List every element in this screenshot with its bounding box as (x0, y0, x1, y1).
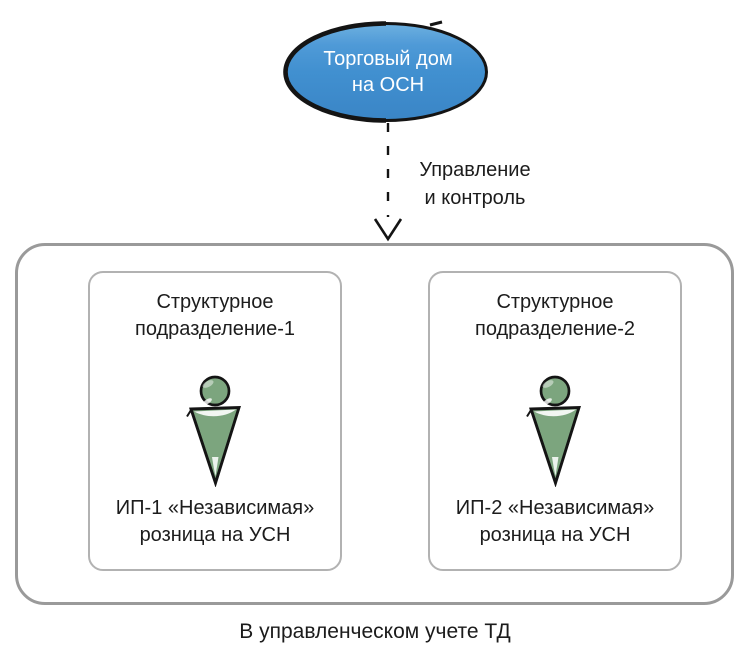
unit-2-title-line2: подразделение-2 (475, 318, 635, 340)
arrow-label: Управление и контроль (403, 156, 547, 212)
unit-card-2: Структурное подразделение-2 ИП-2 «Незави… (428, 271, 682, 571)
unit-2-title: Структурное подразделение-2 (475, 289, 635, 343)
unit-1-subtitle-line2: розница на УСН (139, 524, 291, 546)
unit-2-subtitle: ИП-2 «Независимая» розница на УСН (456, 495, 654, 549)
root-node-ellipse (283, 20, 488, 123)
arrow-label-line1: Управление (419, 159, 531, 181)
unit-1-subtitle-line1: ИП-1 «Независимая» (115, 497, 315, 519)
unit-1-title: Структурное подразделение-1 (135, 289, 295, 343)
unit-1-subtitle: ИП-1 «Независимая» розница на УСН (116, 495, 314, 549)
container-caption: В управленческом учете ТД (239, 620, 511, 643)
unit-2-subtitle-line1: ИП-2 «Независимая» (455, 497, 655, 519)
unit-1-title-line1: Структурное (156, 291, 274, 313)
arrow-label-line2: и контроль (424, 187, 526, 209)
person-icon (526, 375, 581, 487)
person-icon (186, 375, 241, 487)
unit-1-title-line2: подразделение-1 (135, 318, 295, 340)
unit-card-1: Структурное подразделение-1 ИП-1 «Незави… (88, 271, 342, 571)
unit-2-subtitle-line2: розница на УСН (479, 524, 631, 546)
unit-2-title-line1: Структурное (496, 291, 614, 313)
control-arrow-icon (373, 123, 403, 242)
